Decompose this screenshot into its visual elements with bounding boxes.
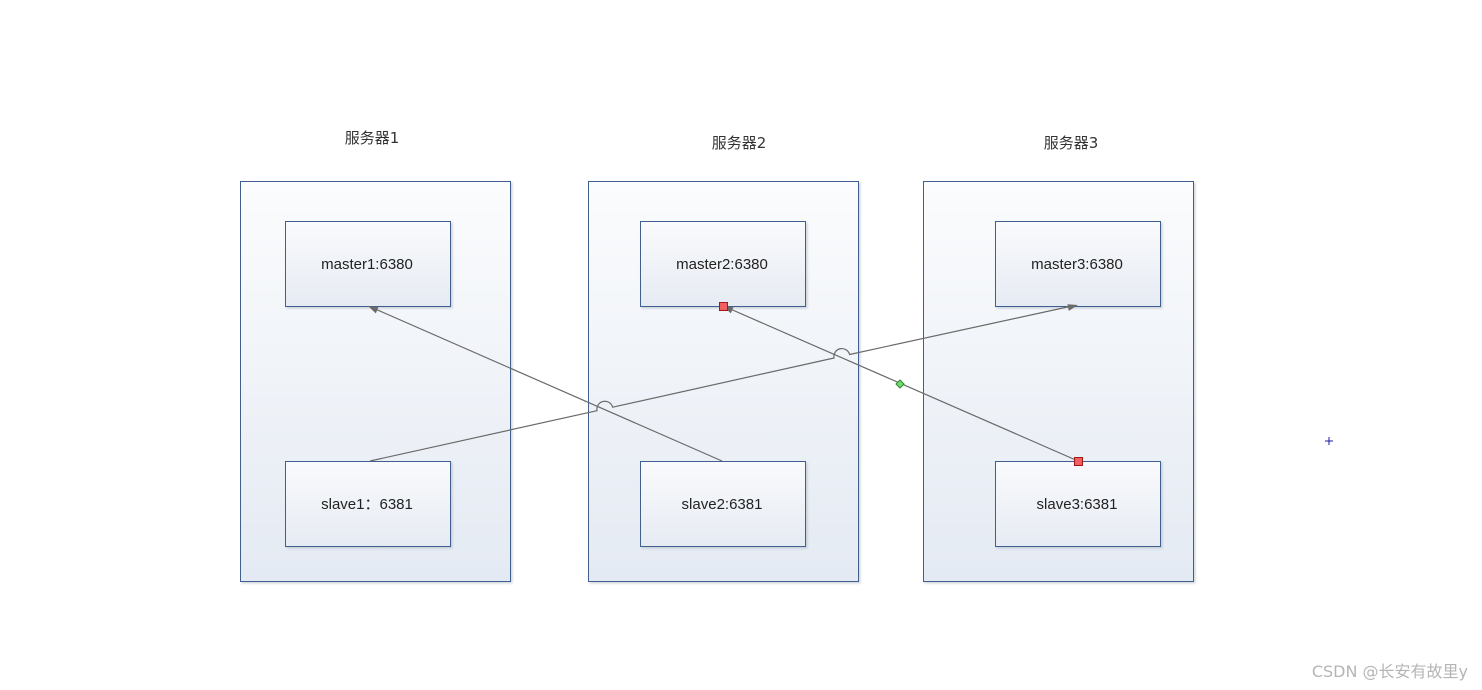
selection-handle-start-icon[interactable]: [719, 302, 728, 311]
connector-slave3-to-master2[interactable]: [719, 302, 1083, 466]
connector-slave1-to-master3[interactable]: [369, 304, 1078, 462]
selection-handle-end-icon[interactable]: [1074, 457, 1083, 466]
master-1-label: master1:6380: [321, 256, 413, 273]
arrowhead-icon: [1067, 304, 1078, 311]
server-3-group: 服务器3 master3:6380 slave3:6381: [923, 134, 1194, 582]
slave-2-label: slave2:6381: [682, 496, 763, 513]
slave-1-node[interactable]: [285, 461, 451, 547]
slave-2-node[interactable]: [640, 461, 806, 547]
midpoint-handle-icon[interactable]: [895, 379, 905, 389]
master-3-label: master3:6380: [1031, 256, 1123, 273]
server-2-label: 服务器2: [712, 134, 767, 152]
slave-3-node[interactable]: [995, 461, 1161, 547]
server-2-group: 服务器2 master2:6380 slave2:6381: [588, 134, 859, 582]
crosshair-cursor-icon: [1325, 437, 1333, 445]
watermark: CSDN @长安有故里y: [1312, 662, 1468, 681]
server-1-label: 服务器1: [345, 129, 400, 147]
server-1-group: 服务器1 master1:6380 slave1：6381: [240, 129, 511, 582]
master-2-node[interactable]: [640, 221, 806, 307]
slave-1-label: slave1：6381: [321, 496, 413, 513]
master-3-node[interactable]: [995, 221, 1161, 307]
arrowhead-icon: [368, 306, 379, 314]
connector-slave2-to-master1[interactable]: [368, 306, 723, 462]
master-2-label: master2:6380: [676, 256, 768, 273]
server-3-label: 服务器3: [1044, 134, 1099, 152]
slave-3-label: slave3:6381: [1037, 496, 1118, 513]
master-1-node[interactable]: [285, 221, 451, 307]
